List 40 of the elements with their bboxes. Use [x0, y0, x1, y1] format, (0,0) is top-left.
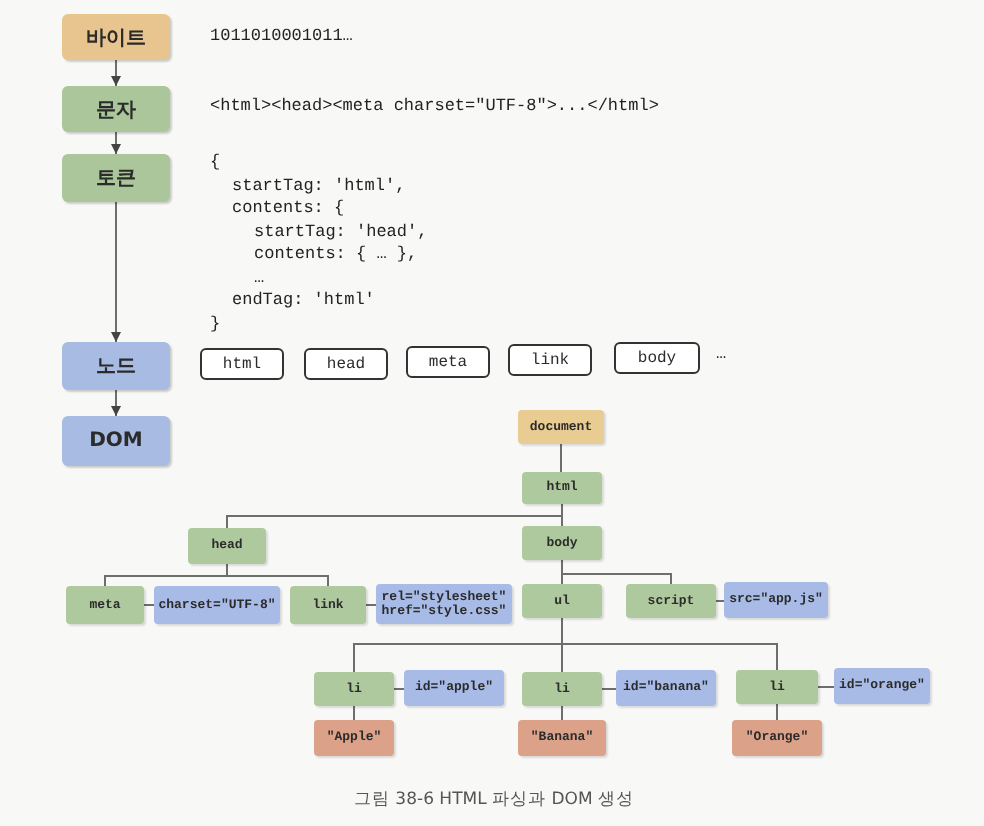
connector-line	[561, 503, 563, 527]
code-line: endTag: 'html'	[232, 292, 375, 311]
connector-line	[226, 563, 329, 587]
figure-caption: 그림 38-6 HTML 파싱과 DOM 생성	[353, 788, 635, 812]
stage-box: DOM	[62, 416, 170, 466]
connector-line	[601, 688, 617, 690]
code-line: contents: { … },	[254, 246, 418, 265]
node-chip: html	[200, 348, 284, 380]
connector-line	[365, 604, 377, 606]
stage-box: 노드	[62, 342, 170, 390]
connector-line	[560, 443, 562, 473]
connector-line	[715, 600, 725, 602]
arrow	[111, 201, 121, 343]
code-line: startTag: 'head',	[254, 223, 428, 242]
connector-line	[143, 604, 155, 606]
connector-line	[393, 688, 405, 690]
stage-box: 문자	[62, 86, 170, 132]
arrow	[111, 131, 121, 155]
node-chip: meta	[406, 346, 490, 378]
code-line: {	[210, 154, 221, 173]
node-chip: head	[304, 348, 388, 380]
connector-line	[817, 686, 835, 688]
arrow	[111, 389, 121, 417]
connector-line	[353, 705, 355, 721]
connector-line	[561, 559, 672, 585]
node-chip: body	[614, 342, 700, 374]
connector-line	[561, 617, 778, 671]
code-line: }	[210, 315, 221, 334]
stage-box: 바이트	[62, 14, 170, 60]
connector-line	[561, 705, 563, 721]
code-line: startTag: 'html',	[232, 177, 406, 196]
html-source-text: <html><head><meta charset="UTF-8">...</html>	[210, 97, 659, 116]
code-line: contents: {	[232, 200, 345, 219]
stage-box: 토큰	[62, 154, 170, 202]
connector-line	[776, 703, 778, 721]
node-chip: link	[508, 344, 592, 376]
code-line: …	[254, 269, 265, 288]
arrow	[111, 59, 121, 87]
ellipsis-text: …	[716, 344, 727, 364]
binary-text: 1011010001011…	[210, 27, 353, 46]
